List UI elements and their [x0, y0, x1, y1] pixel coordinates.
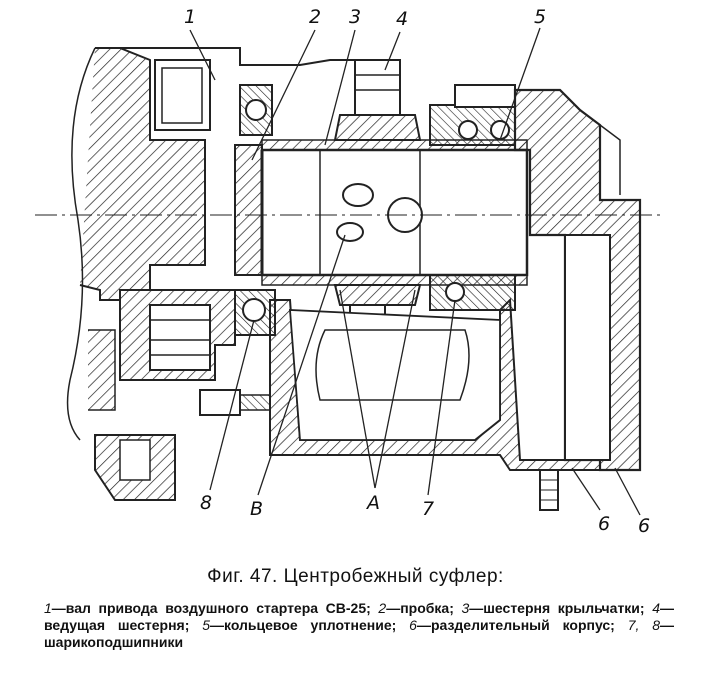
lower-left-assembly: [88, 289, 271, 501]
callout-6a: 6: [598, 513, 611, 535]
legend-text: —шестерня крыльчатки;: [469, 600, 653, 616]
legend-item: 4—ведущая шестерня;: [44, 600, 674, 633]
legend-num: 7, 8: [627, 617, 660, 633]
legend-item: 6—разделительный корпус;: [409, 617, 628, 633]
ball-bearing-7: [429, 274, 516, 311]
leader-lines: [189, 27, 641, 516]
legend-item: 2—пробка;: [378, 600, 461, 616]
legend-num: 3: [461, 600, 470, 616]
legend-text: —пробка;: [386, 600, 462, 616]
legend-text: —ведущая шестерня;: [44, 600, 674, 633]
legend-num: 4: [652, 600, 660, 616]
legend-text: —разделительный корпус;: [416, 617, 628, 633]
legend-text: —вал привода воздушного стартера СВ-25;: [51, 600, 379, 616]
legend-num: 2: [378, 600, 387, 616]
lower-housing: [269, 297, 601, 511]
legend-num: 5: [202, 617, 211, 633]
legend-item: 3—шестерня крыльчатки;: [461, 600, 652, 616]
callout-1: 1: [184, 6, 197, 28]
figure-legend: 1—вал привода воздушного стартера СВ-25;…: [44, 600, 674, 651]
callout-2: 2: [309, 6, 322, 28]
legend-item: 7, 8—шарикоподшипники: [44, 617, 674, 650]
separating-housing: [513, 88, 642, 472]
centrifugal-breather-drawing: 1 2 3 4 5 8 B A 7 6 6: [35, 6, 660, 537]
callout-B: B: [250, 498, 264, 520]
callout-6b: 6: [638, 515, 651, 537]
callout-8: 8: [200, 492, 213, 514]
figure-caption-title: Фиг. 47. Центробежный суфлер:: [207, 566, 504, 587]
plug: [234, 144, 263, 276]
callout-A: A: [367, 492, 380, 514]
ball-bearing-8: [234, 289, 276, 336]
callout-4: 4: [396, 8, 409, 30]
legend-item: 5—кольцевое уплотнение;: [202, 617, 409, 633]
legend-num: 6: [409, 617, 417, 633]
callout-3: 3: [349, 6, 362, 28]
legend-text: —шарикоподшипники: [44, 617, 674, 650]
upper-right-bearing-seal: [429, 84, 516, 146]
upper-left-bearing: [239, 84, 273, 136]
legend-num: 1: [44, 600, 52, 616]
upper-left-housing: [79, 47, 206, 301]
callout-5: 5: [534, 6, 547, 28]
hollow-shaft: [260, 139, 529, 286]
driving-gear: [333, 59, 422, 141]
technical-drawing: [35, 27, 660, 516]
legend-item: 1—вал привода воздушного стартера СВ-25;: [44, 600, 378, 616]
legend-text: —кольцевое уплотнение;: [210, 617, 410, 633]
callout-7: 7: [422, 498, 435, 520]
